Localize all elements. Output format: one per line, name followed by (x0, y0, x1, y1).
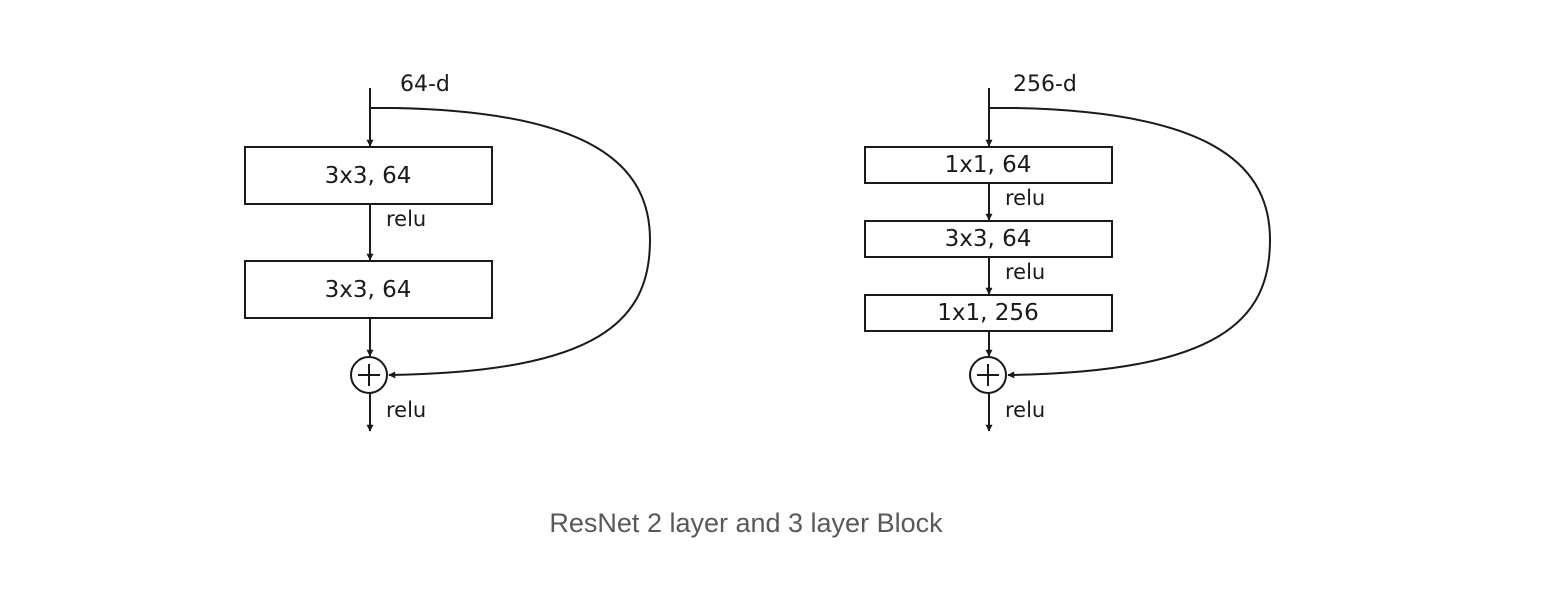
layer-box: 3x3, 64 (244, 146, 493, 205)
layer-box: 3x3, 64 (244, 260, 493, 319)
layer-rect (864, 220, 1113, 258)
activation-label: relu (1005, 186, 1045, 210)
layer-box: 3x3, 64 (864, 220, 1113, 258)
layer-rect (244, 260, 493, 319)
addition-node (350, 356, 388, 394)
skip-connection-arrow (989, 107, 1272, 379)
layer-rect (244, 146, 493, 205)
layer-label: 3x3, 64 (945, 226, 1032, 252)
layer-label: 1x1, 64 (945, 152, 1032, 178)
layer-label: 3x3, 64 (325, 163, 412, 189)
output-activation-label: relu (386, 398, 426, 422)
skip-connection-arrow (370, 107, 652, 379)
figure-caption: ResNet 2 layer and 3 layer Block (549, 508, 943, 538)
activation-label: relu (1005, 260, 1045, 284)
addition-node (969, 356, 1007, 394)
three-layer-block: 256-d 1x1, 64 relu 3x3, 64 relu 1x1, 256 (864, 72, 1272, 432)
layer-box: 1x1, 256 (864, 294, 1113, 332)
layer-label: 3x3, 64 (325, 277, 412, 303)
activation-label: relu (386, 207, 426, 231)
output-activation-label: relu (1005, 398, 1045, 422)
layer-box: 1x1, 64 (864, 146, 1113, 184)
layer-rect (864, 146, 1113, 184)
layer-label: 1x1, 256 (937, 300, 1038, 326)
layer-rect (864, 294, 1113, 332)
input-dimension-label: 64-d (400, 72, 450, 97)
input-dimension-label: 256-d (1013, 72, 1077, 97)
two-layer-block: 64-d 3x3, 64 relu 3x3, 64 relu (244, 72, 652, 432)
